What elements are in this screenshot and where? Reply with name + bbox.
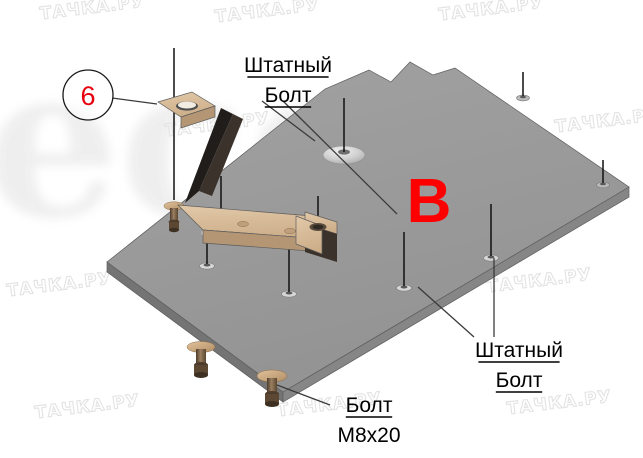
- bolt-1: [163, 201, 185, 233]
- bracket-boss-1: [237, 221, 249, 227]
- label-bolt-m8x20-line-1: M8x20: [337, 424, 400, 447]
- callout-6: 6: [62, 69, 158, 121]
- hole-small-group: [199, 94, 610, 298]
- leader-lines: [261, 100, 495, 406]
- leader-line: [417, 286, 475, 338]
- callout-6-leader: [111, 97, 158, 105]
- label-bolt-m8x20-line-0: Болт: [346, 394, 393, 417]
- label-shtatny-bolt-bottom-line-1: Болт: [496, 369, 543, 392]
- callout-6-number: 6: [80, 81, 95, 111]
- label-shtatny-bolt-top-line-0: Штатный: [244, 54, 332, 77]
- bracket-assembly: [157, 91, 338, 262]
- bolt-2: [186, 341, 216, 378]
- leader-line: [276, 384, 331, 406]
- leader-line: [282, 100, 398, 215]
- bracket-eye-slot-inner: [178, 101, 196, 109]
- callout-group: 6: [62, 69, 158, 121]
- bolt-3: [256, 369, 288, 407]
- bracket-boss-2: [284, 228, 296, 234]
- bracket-riser-dark: [185, 108, 233, 203]
- bracket-riser-dark-side: [199, 114, 243, 196]
- callout-6-circle: [62, 69, 114, 121]
- bolt-below-group: [163, 201, 288, 407]
- bracket-eye-tab-side: [180, 105, 216, 129]
- bracket-right-tab-hole-inner: [312, 224, 324, 230]
- label-shtatny-bolt-top-line-1: Болт: [265, 84, 312, 107]
- marker-group: B: [407, 167, 452, 236]
- marker-b: B: [407, 167, 452, 236]
- plate-top-face: [106, 61, 630, 393]
- skid-plate: [106, 61, 630, 403]
- label-shtatny-bolt-bottom-line-0: Штатный: [475, 339, 563, 362]
